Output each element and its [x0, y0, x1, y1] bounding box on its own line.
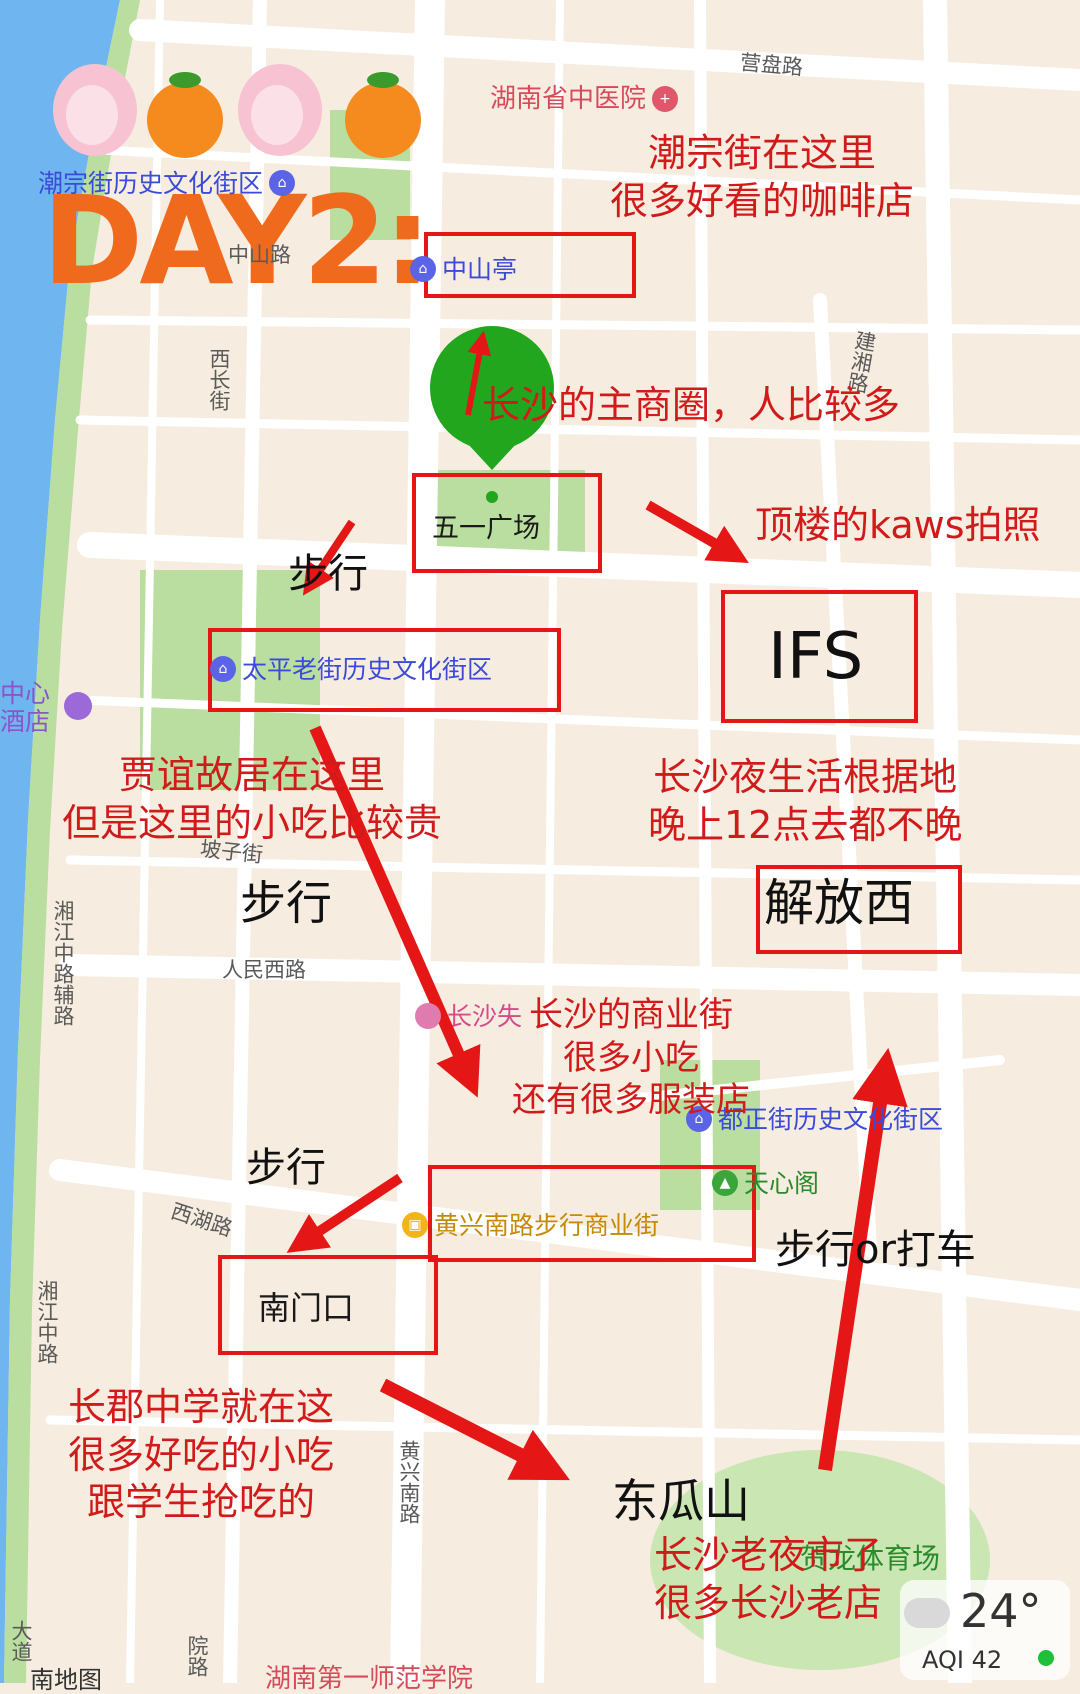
- arrow-to-dongguashan: [379, 1378, 570, 1481]
- poi-stadium[interactable]: 贺龙体育场: [800, 1542, 941, 1575]
- park-icon: ▲: [712, 1170, 738, 1196]
- road-xichang: 西长街: [207, 348, 231, 411]
- temperature: 24°: [960, 1584, 1042, 1638]
- museum-icon: ⌂: [210, 656, 236, 682]
- hotel-icon: [64, 692, 92, 720]
- box-wuyi: [412, 473, 602, 573]
- road-xiangjiang-aux: 湘江中路辅路: [51, 900, 75, 1026]
- aqi-value: AQI 42: [922, 1646, 1003, 1674]
- river: [0, 0, 120, 1683]
- road-yingpan: 营盘路: [739, 50, 804, 80]
- note-street: 长沙的商业街很多小吃还有很多服装店: [512, 995, 750, 1120]
- location-pin-icon: [430, 326, 554, 503]
- note-kaws: 顶楼的kaws拍照: [755, 503, 1041, 547]
- museum-icon: ⌂: [269, 170, 296, 196]
- poi-dongguashan[interactable]: 东瓜山: [612, 1474, 750, 1528]
- peace-hand-icon: [53, 64, 137, 156]
- road-yuan: 院路: [185, 1635, 209, 1677]
- road-xiangjiang: 湘江中路: [35, 1280, 59, 1364]
- peace-hand-icon-2: [238, 64, 322, 156]
- poi-huangxing[interactable]: ▣黄兴南路步行商业街: [402, 1212, 659, 1238]
- note-changjun: 长郡中学就在这很多好吃的小吃跟学生抢吃的: [68, 1385, 335, 1524]
- walk-label-1: 步行: [288, 551, 368, 597]
- arrow-to-nanmenkou: [286, 1173, 403, 1253]
- poi-hotel[interactable]: 中心酒店: [0, 679, 51, 736]
- poi-zhongshan[interactable]: ⌂中山亭: [410, 256, 517, 282]
- poi-chaozong[interactable]: 潮宗街历史文化街区⌂: [38, 170, 296, 196]
- walk-label-4: 步行or打车: [775, 1227, 976, 1273]
- arrow-pin: [465, 330, 492, 416]
- river-bank: [4, 0, 140, 1683]
- poi-taiping[interactable]: ⌂太平老街历史文化街区: [210, 656, 492, 682]
- road-renminxi: 人民西路: [222, 958, 306, 982]
- box-jiefangxi: [756, 865, 962, 954]
- note-main-area: 长沙的主商圈，人比较多: [482, 383, 901, 427]
- road-huangxingnan: 黄兴南路: [397, 1440, 421, 1524]
- page-title: DAY2:: [42, 170, 432, 312]
- poi-jiefangxi[interactable]: 解放西: [764, 874, 914, 932]
- shopping-bag-icon: ▣: [402, 1212, 428, 1238]
- weather-widget[interactable]: 24° AQI 42: [900, 1580, 1070, 1680]
- arrow-to-huangxing: [309, 725, 481, 1098]
- arrow-to-ifs: [645, 500, 749, 563]
- note-jiayi: 贾谊故居在这里但是这里的小吃比较贵: [62, 753, 443, 845]
- poi-duzheng[interactable]: ⌂都正街历史文化街区: [686, 1106, 943, 1132]
- road-zhongshan: 中山路: [228, 243, 291, 267]
- poi-tianxin[interactable]: ▲天心阁: [712, 1170, 819, 1196]
- museum-icon: ⌂: [410, 256, 436, 282]
- arrow-to-taiping: [302, 519, 356, 596]
- box-ifs: [721, 590, 918, 723]
- orange-icon: [147, 72, 223, 158]
- walk-label-2: 步行: [240, 876, 332, 930]
- poi-hospital[interactable]: 湖南省中医院+: [490, 86, 679, 112]
- map-attribution: 南地图: [30, 1666, 102, 1694]
- aqi-status-icon: [1038, 1650, 1054, 1666]
- arrow-to-jiefangxi: [818, 1047, 908, 1472]
- box-huangxing: [428, 1165, 756, 1262]
- note-old-market: 长沙老夜市了很多长沙老店: [654, 1533, 883, 1625]
- museum-icon: ⌂: [686, 1106, 712, 1132]
- poi-nanmenkou[interactable]: 南门口: [258, 1289, 355, 1327]
- orange-icon-2: [345, 72, 421, 158]
- note-chaozong: 潮宗街在这里很多好看的咖啡店: [610, 131, 915, 223]
- walk-label-3: 步行: [246, 1145, 326, 1191]
- shop-icon: [415, 1003, 441, 1029]
- hospital-icon: +: [652, 86, 679, 112]
- poi-bottom-label[interactable]: 湖南第一师范学院: [265, 1664, 474, 1694]
- note-night: 长沙夜生活根据地晚上12点去都不晚: [648, 755, 963, 847]
- box-nanmenkou: [218, 1255, 438, 1355]
- poi-changsha-shop[interactable]: 长沙失: [415, 1003, 522, 1029]
- poi-wuyi[interactable]: 五一广场: [432, 513, 540, 544]
- road-dadao: 大道: [9, 1620, 33, 1662]
- poi-ifs[interactable]: IFS: [768, 620, 864, 694]
- cloud-icon: [904, 1598, 950, 1628]
- park-taiping: [140, 570, 320, 790]
